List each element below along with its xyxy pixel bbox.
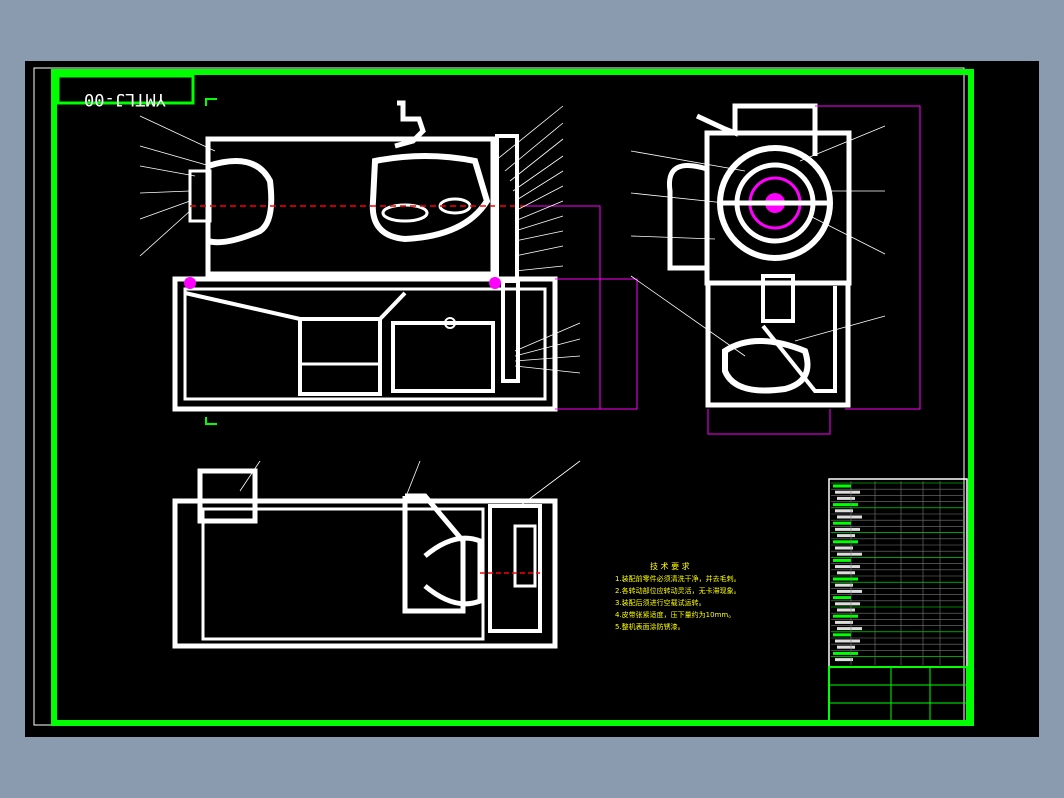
engineering-drawing: YMTLJ-00 — [33, 67, 974, 726]
top-rotor — [423, 535, 483, 607]
left-drum — [207, 158, 275, 246]
lower-frame — [172, 276, 558, 412]
drawing-border — [51, 69, 974, 726]
chute — [184, 291, 407, 321]
top-hopper — [402, 493, 466, 614]
pulley-column — [495, 134, 519, 283]
title-block — [828, 666, 968, 722]
tech-notes-heading: 技 术 要 求 — [650, 561, 690, 571]
left-bearing — [188, 169, 212, 223]
parts-list — [828, 478, 968, 668]
tech-note-1: 1.装配前零件必须清洗干净，并去毛刺。 — [615, 574, 741, 583]
drawing-number-box: YMTLJ-00 — [56, 74, 195, 109]
side-width-dimension — [707, 409, 831, 435]
cad-drawing-viewport[interactable]: YMTLJ-00 — [25, 61, 1039, 737]
side-hopper — [695, 103, 818, 156]
shaft-height-dimension — [525, 205, 601, 410]
side-height-dimension — [815, 105, 921, 410]
lower-frame-inner — [183, 287, 547, 401]
side-view — [630, 103, 921, 435]
technical-requirements: 技 术 要 求 1.装配前零件必须清洗干净，并去毛刺。 2.各转动部位应转动灵活… — [615, 561, 741, 631]
front-view — [139, 98, 638, 425]
discharge-box — [298, 317, 382, 396]
motor — [391, 321, 495, 393]
rotor-blade-1 — [381, 203, 429, 223]
side-outlet — [666, 163, 708, 271]
tech-note-5: 5.整机表面涂防锈漆。 — [615, 622, 685, 631]
tech-note-2: 2.各转动部位应转动灵活，无卡滞现象。 — [615, 586, 741, 595]
rotor-housing — [369, 153, 491, 243]
top-motor — [197, 468, 258, 524]
top-frame — [172, 498, 558, 649]
drawing-number: YMTLJ-00 — [84, 89, 166, 109]
tech-note-4: 4.皮带张紧适度，压下量约为10mm。 — [615, 610, 735, 619]
top-view — [172, 460, 581, 649]
height-dimension — [555, 278, 638, 410]
tech-note-3: 3.装配后须进行空载试运转。 — [615, 598, 706, 607]
side-lower-frame — [705, 280, 851, 408]
